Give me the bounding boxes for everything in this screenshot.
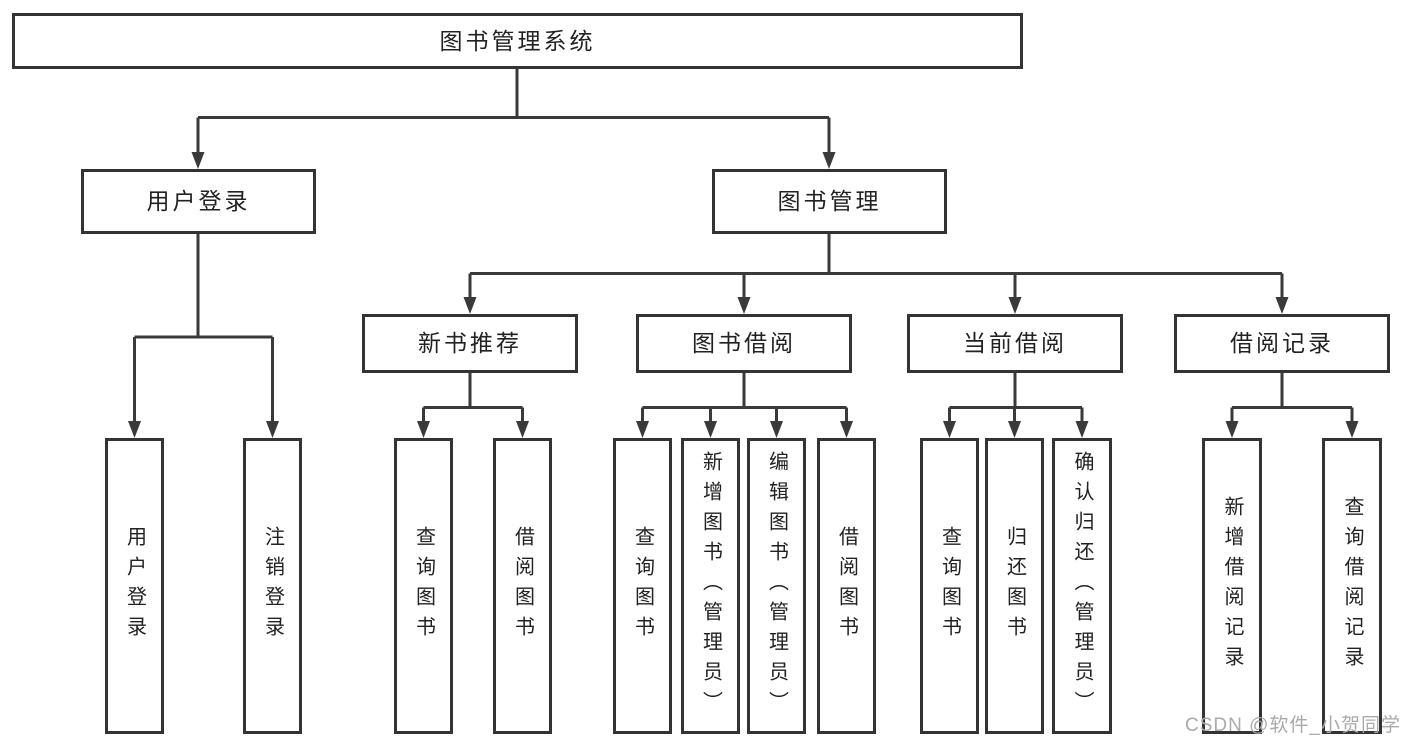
node-query-books-1: 查询图书 — [394, 438, 453, 734]
arrowhead-down-icon — [1075, 421, 1089, 438]
node-label: 借阅图书 — [835, 526, 858, 646]
node-add-book-admin: 新增图书（管理员） — [681, 438, 740, 734]
branch-connector — [636, 373, 853, 438]
branch-connector — [463, 234, 1289, 314]
node-edit-book-admin: 编辑图书（管理员） — [747, 438, 806, 734]
arrowhead-down-icon — [1008, 421, 1021, 438]
watermark-text: CSDN @软件_小贺同学 — [1185, 715, 1401, 736]
arrowhead-down-icon — [266, 421, 279, 438]
arrowhead-down-icon — [840, 421, 853, 438]
arrowhead-down-icon — [822, 152, 836, 169]
node-label: 当前借阅 — [963, 330, 1067, 356]
node-label: 用户登录 — [123, 526, 146, 646]
node-label: 查询图书 — [412, 526, 435, 646]
node-label: 借阅记录 — [1230, 330, 1334, 356]
node-query-borrow-record: 查询借阅记录 — [1322, 438, 1382, 734]
node-user-login-leaf: 用户登录 — [105, 438, 164, 734]
node-library-system: 图书管理系统 — [12, 13, 1023, 69]
node-label: 借阅图书 — [511, 526, 534, 646]
node-label: 查询图书 — [631, 526, 654, 646]
node-label: 注销登录 — [261, 526, 284, 646]
node-label: 确认归还（管理员） — [1071, 451, 1093, 721]
arrowhead-down-icon — [128, 421, 141, 438]
node-add-borrow-record: 新增借阅记录 — [1202, 438, 1262, 734]
node-return-books: 归还图书 — [985, 438, 1044, 734]
arrowhead-down-icon — [1275, 297, 1289, 314]
arrowhead-down-icon — [704, 421, 717, 438]
arrowhead-down-icon — [636, 421, 649, 438]
arrowhead-down-icon — [516, 421, 529, 438]
branch-connector — [191, 69, 836, 169]
arrowhead-down-icon — [1225, 421, 1239, 438]
arrowhead-down-icon — [463, 297, 477, 314]
branch-connector — [417, 373, 529, 438]
branch-connector — [1225, 373, 1359, 438]
node-borrowing-records: 借阅记录 — [1174, 314, 1390, 373]
node-label: 新书推荐 — [418, 330, 522, 356]
node-label: 图书借阅 — [692, 330, 796, 356]
node-logout: 注销登录 — [243, 438, 302, 734]
node-label: 归还图书 — [1003, 526, 1026, 646]
arrowhead-down-icon — [943, 421, 956, 438]
arrowhead-down-icon — [1008, 297, 1022, 314]
node-label: 用户登录 — [146, 188, 251, 214]
arrowhead-down-icon — [737, 297, 751, 314]
node-borrow-books-1: 借阅图书 — [493, 438, 552, 734]
node-borrow-books-2: 借阅图书 — [817, 438, 876, 734]
node-label: 查询借阅记录 — [1341, 496, 1363, 676]
node-label: 查询图书 — [938, 526, 961, 646]
arrowhead-down-icon — [191, 152, 205, 169]
arrowhead-down-icon — [417, 421, 430, 438]
branch-connector — [943, 373, 1089, 438]
node-book-management: 图书管理 — [712, 169, 947, 234]
node-new-book-recommend: 新书推荐 — [362, 314, 578, 373]
node-label: 新增图书（管理员） — [699, 451, 722, 721]
node-label: 新增借阅记录 — [1221, 496, 1243, 676]
arrowhead-down-icon — [1345, 421, 1359, 438]
node-label: 图书管理系统 — [439, 27, 596, 54]
node-query-books-2: 查询图书 — [613, 438, 672, 734]
node-confirm-return-admin: 确认归还（管理员） — [1052, 438, 1112, 734]
node-user-login: 用户登录 — [81, 169, 316, 234]
node-label: 图书管理 — [777, 188, 882, 214]
node-query-books-3: 查询图书 — [920, 438, 979, 734]
node-current-borrowing: 当前借阅 — [907, 314, 1123, 373]
node-label: 编辑图书（管理员） — [765, 451, 788, 721]
node-book-borrowing: 图书借阅 — [636, 314, 852, 373]
arrowhead-down-icon — [770, 421, 783, 438]
branch-connector — [128, 234, 279, 438]
